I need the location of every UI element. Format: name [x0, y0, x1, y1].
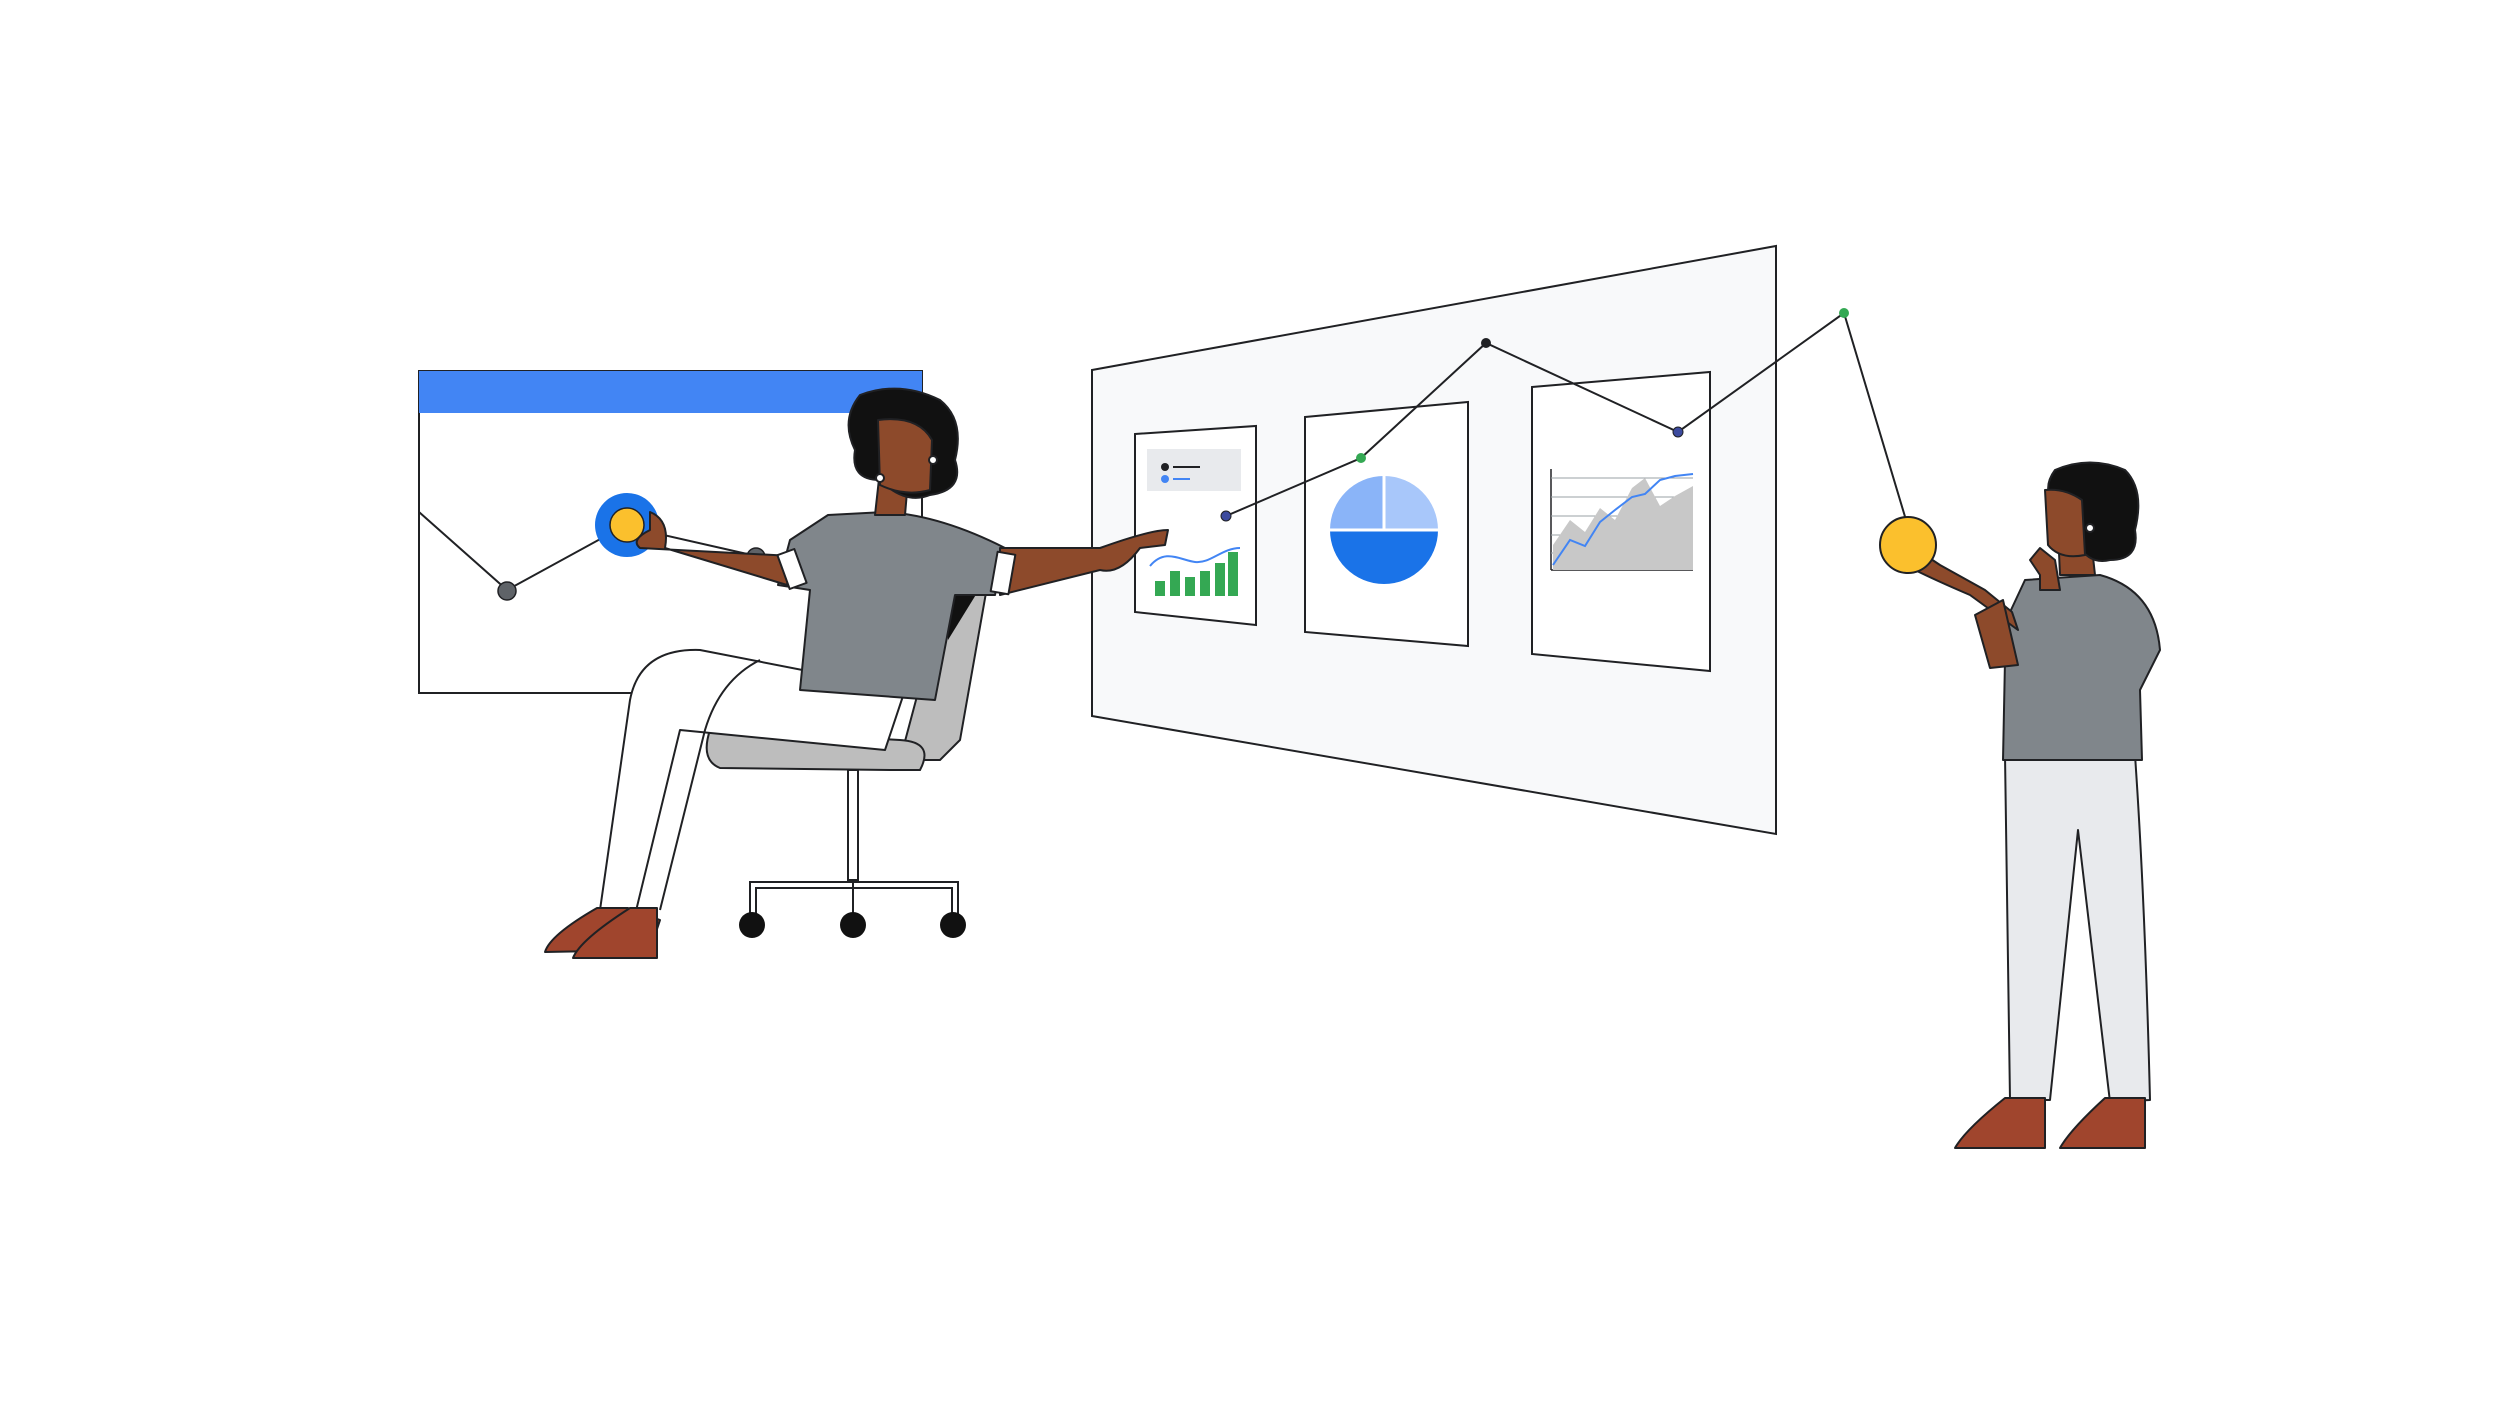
- chair-wheel: [739, 912, 765, 938]
- standing-analyst: [1879, 461, 2161, 1149]
- window-node-gray: [497, 581, 517, 601]
- standing-face: [2044, 488, 2086, 558]
- dashboard-panel-bar[interactable]: [1134, 424, 1257, 627]
- data-connection-line: [1220, 308, 1907, 522]
- chair-wheel: [940, 912, 966, 938]
- window-header-bar: [419, 371, 922, 413]
- area-chart-icon: [1550, 469, 1694, 571]
- dashboard-panel-pie[interactable]: [1304, 400, 1469, 648]
- projection-screen: [1091, 244, 1777, 836]
- bar-panel-wave: [1149, 547, 1241, 567]
- seated-earring: [875, 473, 885, 483]
- standing-earring: [2085, 523, 2095, 533]
- seated-shoe: [572, 907, 658, 959]
- selected-node-icon[interactable]: [609, 507, 645, 543]
- data-node-dark[interactable]: [1481, 338, 1491, 348]
- dashboard-panel-area[interactable]: [1531, 370, 1711, 673]
- seated-arm-left: [635, 511, 793, 586]
- standing-arm-front: [1904, 554, 2019, 631]
- seated-earring: [928, 455, 938, 465]
- standing-pants: [2004, 754, 2151, 1103]
- seated-face: [877, 418, 933, 494]
- seated-analyst: [544, 387, 1169, 959]
- bar-chart-icon: [1155, 552, 1238, 596]
- standing-arm-back: [2029, 547, 2061, 591]
- data-node-blue[interactable]: [1672, 426, 1684, 438]
- standing-shoe: [1954, 1097, 2046, 1149]
- chair-wheel: [840, 912, 866, 938]
- seated-arm-right: [999, 529, 1169, 596]
- data-node-green-top[interactable]: [1839, 308, 1849, 318]
- standing-shoe: [2059, 1097, 2146, 1149]
- data-node-icon[interactable]: [1220, 510, 1232, 522]
- insight-orb-icon[interactable]: [1879, 516, 1937, 574]
- legend-list-icon: [1147, 449, 1241, 491]
- standing-shirt: [1989, 574, 2161, 761]
- pie-chart-icon: [1330, 476, 1438, 584]
- window-line-series: [418, 511, 757, 592]
- data-node-green[interactable]: [1356, 453, 1366, 463]
